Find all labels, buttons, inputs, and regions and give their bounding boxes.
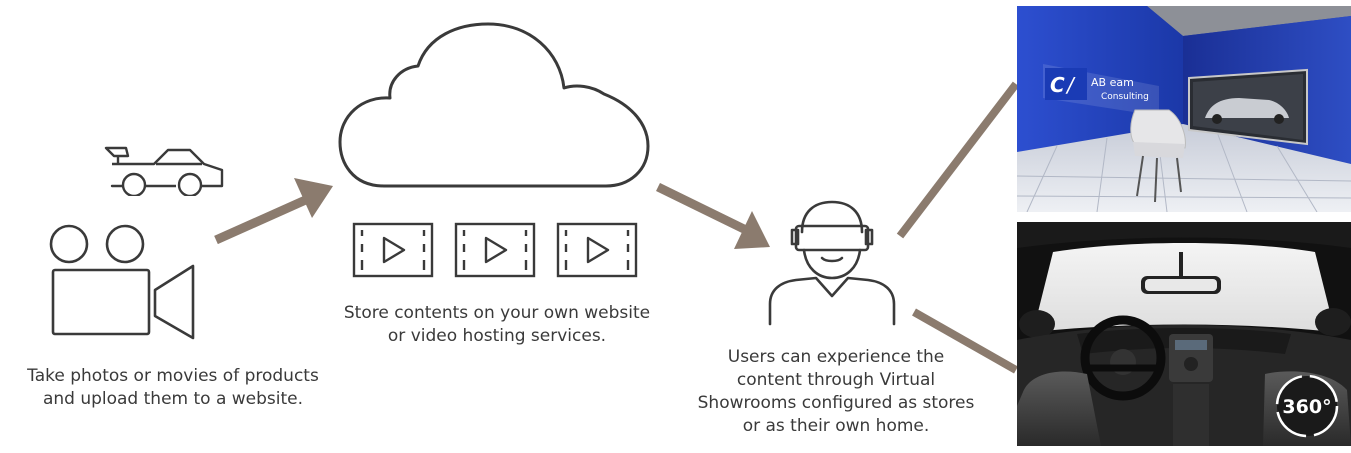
- vr-user-icon: [768, 200, 896, 326]
- arrow-deliver: [656, 183, 770, 249]
- store-caption-line: or video hosting services.: [387, 326, 607, 346]
- logo-text: AB eam: [1091, 76, 1134, 89]
- experience-caption-line: Showrooms configured as stores: [697, 393, 975, 413]
- video-camera-icon: [49, 224, 195, 340]
- experience-caption-line: or as their own home.: [742, 416, 930, 436]
- connector-lines: [896, 81, 1020, 374]
- experience-caption-line: content through Virtual: [736, 370, 936, 390]
- logo-subtext: Consulting: [1101, 92, 1149, 102]
- video-file-icon: [556, 222, 638, 278]
- experience-caption: Users can experience the content through…: [676, 346, 996, 438]
- video-file-icon: [352, 222, 434, 278]
- arrow-upload: [214, 178, 333, 244]
- car-interior-360-image: 360°: [1017, 222, 1351, 446]
- video-file-icon: [454, 222, 536, 278]
- store-caption-line: Store contents on your own website: [343, 303, 651, 323]
- capture-caption: Take photos or movies of products and up…: [0, 365, 346, 411]
- 360-badge-text: 360°: [1282, 396, 1331, 418]
- capture-caption-line: and upload them to a website.: [42, 389, 304, 409]
- virtual-showroom-image: C / AB eam Consulting: [1017, 6, 1351, 212]
- svg-text:C: C: [1050, 73, 1065, 97]
- capture-caption-line: Take photos or movies of products: [27, 366, 319, 386]
- store-caption: Store contents on your own website or vi…: [312, 302, 682, 348]
- car-icon: [104, 146, 224, 196]
- cloud-icon: [338, 22, 650, 188]
- experience-caption-line: Users can experience the: [727, 347, 945, 367]
- svg-text:/: /: [1065, 73, 1076, 97]
